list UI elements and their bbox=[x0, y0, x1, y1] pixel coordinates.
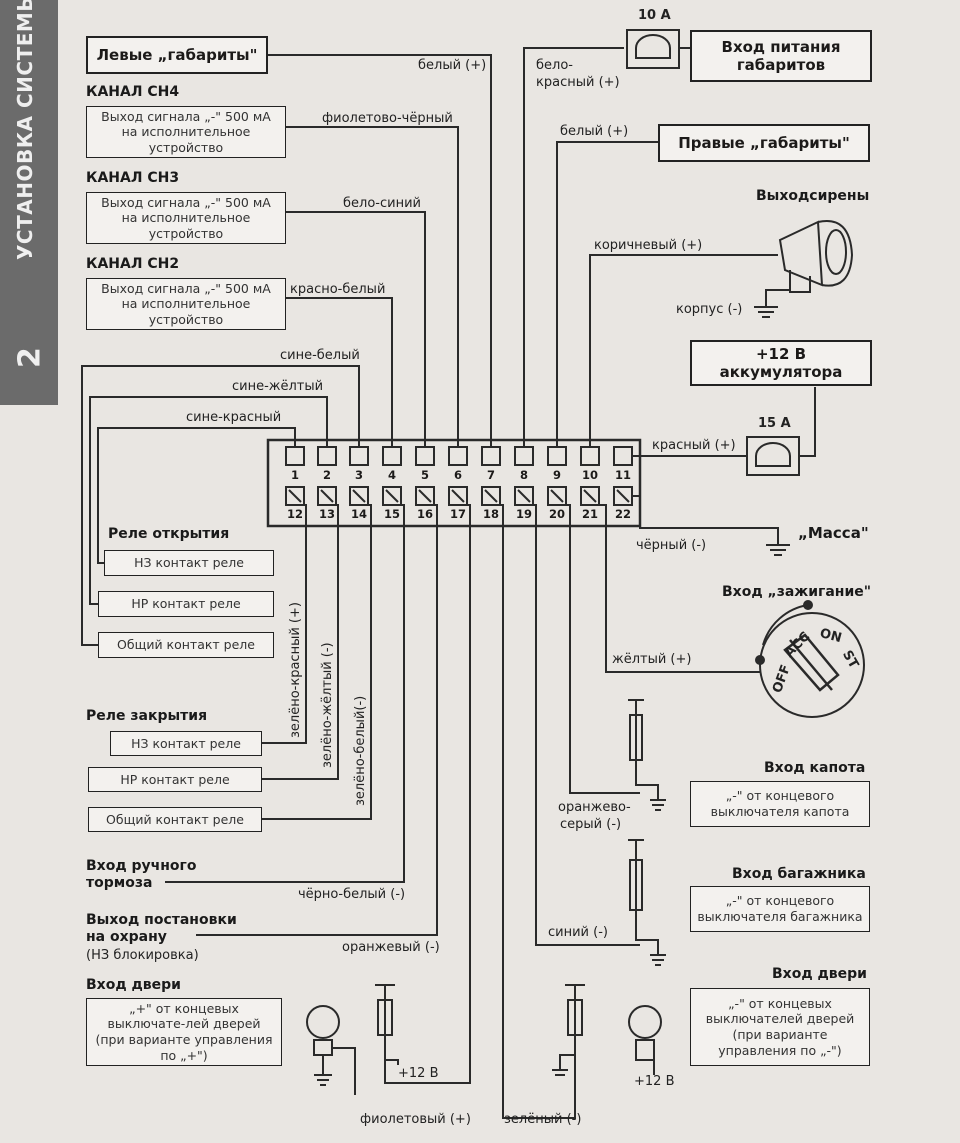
plus12-left-label: +12 В bbox=[398, 1066, 439, 1081]
wire-label-white-right: белый (+) bbox=[560, 124, 629, 139]
left-door-header: Вход двери bbox=[86, 977, 181, 993]
pin-label: 2 bbox=[322, 468, 331, 482]
pin-label: 16 bbox=[416, 507, 433, 521]
close-relay-nc: НЗ контакт реле bbox=[110, 731, 262, 756]
ch3-header: КАНАЛ CH3 bbox=[86, 170, 180, 186]
siren-header: Выходсирены bbox=[756, 188, 870, 204]
battery-box: +12 В аккумулятора bbox=[690, 340, 872, 386]
wire-label-green-white: зелёно-белый(-) bbox=[353, 695, 368, 806]
open-relay-header: Реле открытия bbox=[108, 526, 230, 542]
pin-label: 17 bbox=[449, 507, 466, 521]
left-door-box: „+" от концевых выключате-лей дверей (пр… bbox=[86, 998, 282, 1066]
arm-output-sub: (НЗ блокировка) bbox=[86, 948, 199, 963]
right-door-box: „-" от концевых выключателей дверей (при… bbox=[690, 988, 870, 1066]
lights-power-box: Вход питания габаритов bbox=[690, 30, 872, 82]
right-lights-box: Правые „габариты" bbox=[658, 124, 870, 162]
wire-label-orange-grey-1: оранжево- bbox=[558, 800, 631, 815]
wire-label-blue: синий (-) bbox=[548, 925, 608, 940]
ch4-header: КАНАЛ CH4 bbox=[86, 84, 180, 100]
arm-output-label: Выход постановки на охрану bbox=[86, 912, 237, 945]
pin-label: 11 bbox=[614, 468, 631, 482]
plus12-right-label: +12 В bbox=[634, 1074, 675, 1089]
pin-label: 13 bbox=[318, 507, 335, 521]
wire-label-green-yellow: зелёно-жёлтый (-) bbox=[320, 642, 335, 768]
wire-label-blue-white: сине-белый bbox=[280, 348, 360, 363]
wire-label-brown: коричневый (+) bbox=[594, 238, 703, 253]
pin-label: 4 bbox=[387, 468, 396, 482]
hood-header: Вход капота bbox=[764, 760, 866, 776]
wire-label-black-white: чёрно-белый (-) bbox=[298, 887, 406, 902]
wire-label-yellow: жёлтый (+) bbox=[612, 652, 692, 667]
wire-label-green-red: зелёно-красный (+) bbox=[288, 602, 303, 738]
pin-label: 21 bbox=[581, 507, 598, 521]
open-relay-no: НР контакт реле bbox=[98, 591, 274, 617]
pin-label: 12 bbox=[286, 507, 303, 521]
wire-label-violet: фиолетовый (+) bbox=[360, 1112, 471, 1127]
pin-label: 19 bbox=[515, 507, 532, 521]
wire-label-green: зелёный (-) bbox=[504, 1112, 582, 1127]
siren-body-label: корпус (-) bbox=[676, 302, 743, 317]
close-relay-com: Общий контакт реле bbox=[88, 807, 262, 832]
pin-label: 18 bbox=[482, 507, 499, 521]
connector-body bbox=[266, 438, 642, 528]
fuse-10a-label: 10 А bbox=[638, 8, 671, 23]
pin-label: 14 bbox=[350, 507, 367, 521]
open-relay-com: Общий контакт реле bbox=[98, 632, 274, 658]
close-relay-header: Реле закрытия bbox=[86, 708, 208, 724]
pin-label: 1 bbox=[290, 468, 299, 482]
pin-label: 9 bbox=[552, 468, 561, 482]
handbrake-label: Вход ручного тормоза bbox=[86, 858, 197, 891]
pin-label: 6 bbox=[453, 468, 462, 482]
wire-label-violet-black: фиолетово-чёрный bbox=[322, 111, 453, 126]
ch2-box: Выход сигнала „-" 500 мА на исполнительн… bbox=[86, 278, 286, 330]
wire-label-white-red-2: красный (+) bbox=[536, 75, 620, 90]
wire-label-orange: оранжевый (-) bbox=[342, 940, 440, 955]
wire-label-red-white: красно-белый bbox=[290, 282, 386, 297]
wire-label-white-blue: бело-синий bbox=[343, 196, 421, 211]
wire-label-orange-grey-2: серый (-) bbox=[560, 817, 622, 832]
ch3-box: Выход сигнала „-" 500 мА на исполнительн… bbox=[86, 192, 286, 244]
pin-label: 5 bbox=[420, 468, 429, 482]
ignition-header: Вход „зажигание" bbox=[722, 584, 872, 600]
pin-label: 22 bbox=[614, 507, 631, 521]
ground-label: „Масса" bbox=[798, 524, 869, 542]
pin-label: 7 bbox=[486, 468, 495, 482]
pin-label: 3 bbox=[354, 468, 363, 482]
wire-label-white-red-1: бело- bbox=[536, 58, 573, 73]
top-pins bbox=[285, 446, 633, 466]
trunk-header: Вход багажника bbox=[732, 866, 866, 882]
wire-label-white: белый (+) bbox=[418, 58, 487, 73]
hood-box: „-" от концевого выключателя капота bbox=[690, 781, 870, 827]
pin-label: 20 bbox=[548, 507, 565, 521]
pin-label: 8 bbox=[519, 468, 528, 482]
wire-label-blue-yellow: сине-жёлтый bbox=[232, 379, 324, 394]
ch2-header: КАНАЛ CH2 bbox=[86, 256, 180, 272]
left-lights-box: Левые „габариты" bbox=[86, 36, 268, 74]
sidebar-tab: УСТАНОВКА СИСТЕМЫ 2 bbox=[0, 0, 58, 405]
wire-label-black: чёрный (-) bbox=[636, 538, 707, 553]
close-relay-no: НР контакт реле bbox=[88, 767, 262, 792]
pin-label: 10 bbox=[581, 468, 598, 482]
fuse-15a-label: 15 А bbox=[758, 416, 791, 431]
pin-label: 15 bbox=[383, 507, 400, 521]
bottom-pins bbox=[285, 486, 633, 506]
ch4-box: Выход сигнала „-" 500 мА на исполнительн… bbox=[86, 106, 286, 158]
wire-label-blue-red: сине-красный bbox=[186, 410, 282, 425]
wire-label-red: красный (+) bbox=[652, 438, 736, 453]
trunk-box: „-" от концевого выключателя багажника bbox=[690, 886, 870, 932]
right-door-header: Вход двери bbox=[772, 966, 867, 982]
open-relay-nc: НЗ контакт реле bbox=[104, 550, 274, 576]
